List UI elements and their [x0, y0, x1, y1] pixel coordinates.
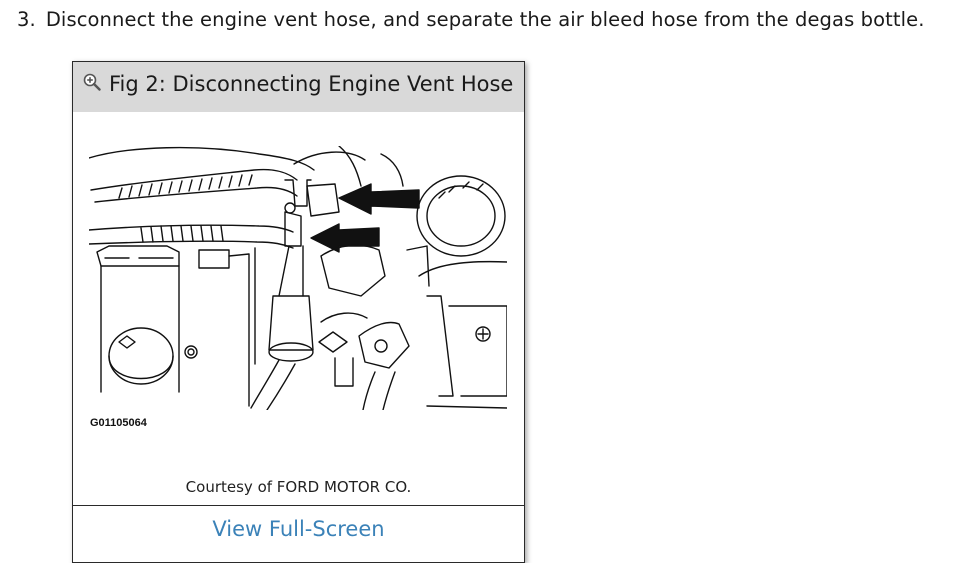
step-instruction: 3. Disconnect the engine vent hose, and s…	[17, 8, 925, 31]
view-full-screen-link[interactable]: View Full-Screen	[212, 517, 385, 541]
image-credit: Courtesy of FORD MOTOR CO.	[185, 478, 412, 496]
engine-vent-hose-diagram[interactable]	[89, 146, 507, 410]
figure-header: Fig 2: Disconnecting Engine Vent Hose	[73, 62, 524, 112]
figure-divider	[73, 505, 524, 506]
figure-panel: Fig 2: Disconnecting Engine Vent Hose	[72, 61, 525, 563]
figure-title: Fig 2: Disconnecting Engine Vent Hose	[109, 72, 514, 96]
step-number: 3.	[17, 8, 36, 31]
step-text: Disconnect the engine vent hose, and sep…	[45, 8, 925, 31]
diagram-reference-code: G01105064	[90, 417, 147, 429]
zoom-in-icon[interactable]	[83, 73, 101, 91]
